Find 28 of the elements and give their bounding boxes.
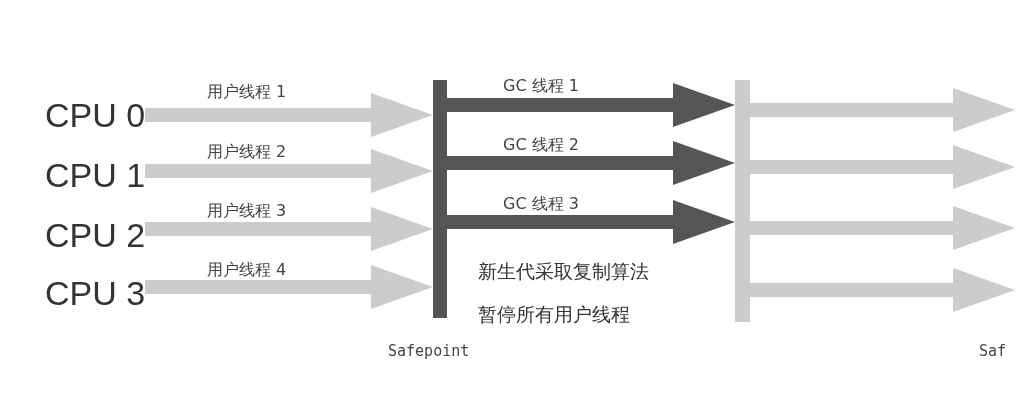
safepoint-bar (433, 80, 447, 318)
arrow (145, 93, 433, 137)
safepoint-label: Saf (979, 344, 1007, 359)
cpu-label: CPU 0 (45, 98, 146, 132)
safepoint-bar (735, 80, 750, 322)
arrow (750, 268, 1015, 312)
cpu-label: CPU 3 (45, 276, 146, 310)
note-text: 暂停所有用户线程 (478, 305, 630, 324)
cpu-label: CPU 1 (45, 158, 146, 192)
edge-label: GC 线程 1 (503, 78, 579, 94)
note-text: 新生代采取复制算法 (478, 262, 649, 281)
arrow (145, 149, 433, 193)
edge-label: 用户线程 1 (207, 84, 287, 100)
edge-label: 用户线程 4 (207, 262, 287, 278)
cpu-label: CPU 2 (45, 218, 146, 252)
arrow (145, 265, 433, 309)
edge-label: 用户线程 2 (207, 144, 287, 160)
arrow (750, 145, 1015, 189)
edge-label: GC 线程 3 (503, 196, 579, 212)
edge-label: GC 线程 2 (503, 137, 579, 153)
edge-label: 用户线程 3 (207, 203, 287, 219)
safepoint-label: Safepoint (388, 344, 470, 359)
arrow (750, 206, 1015, 250)
arrow (145, 207, 433, 251)
arrow (447, 200, 735, 244)
arrow (447, 83, 735, 127)
arrow (447, 141, 735, 185)
arrow (750, 88, 1015, 132)
